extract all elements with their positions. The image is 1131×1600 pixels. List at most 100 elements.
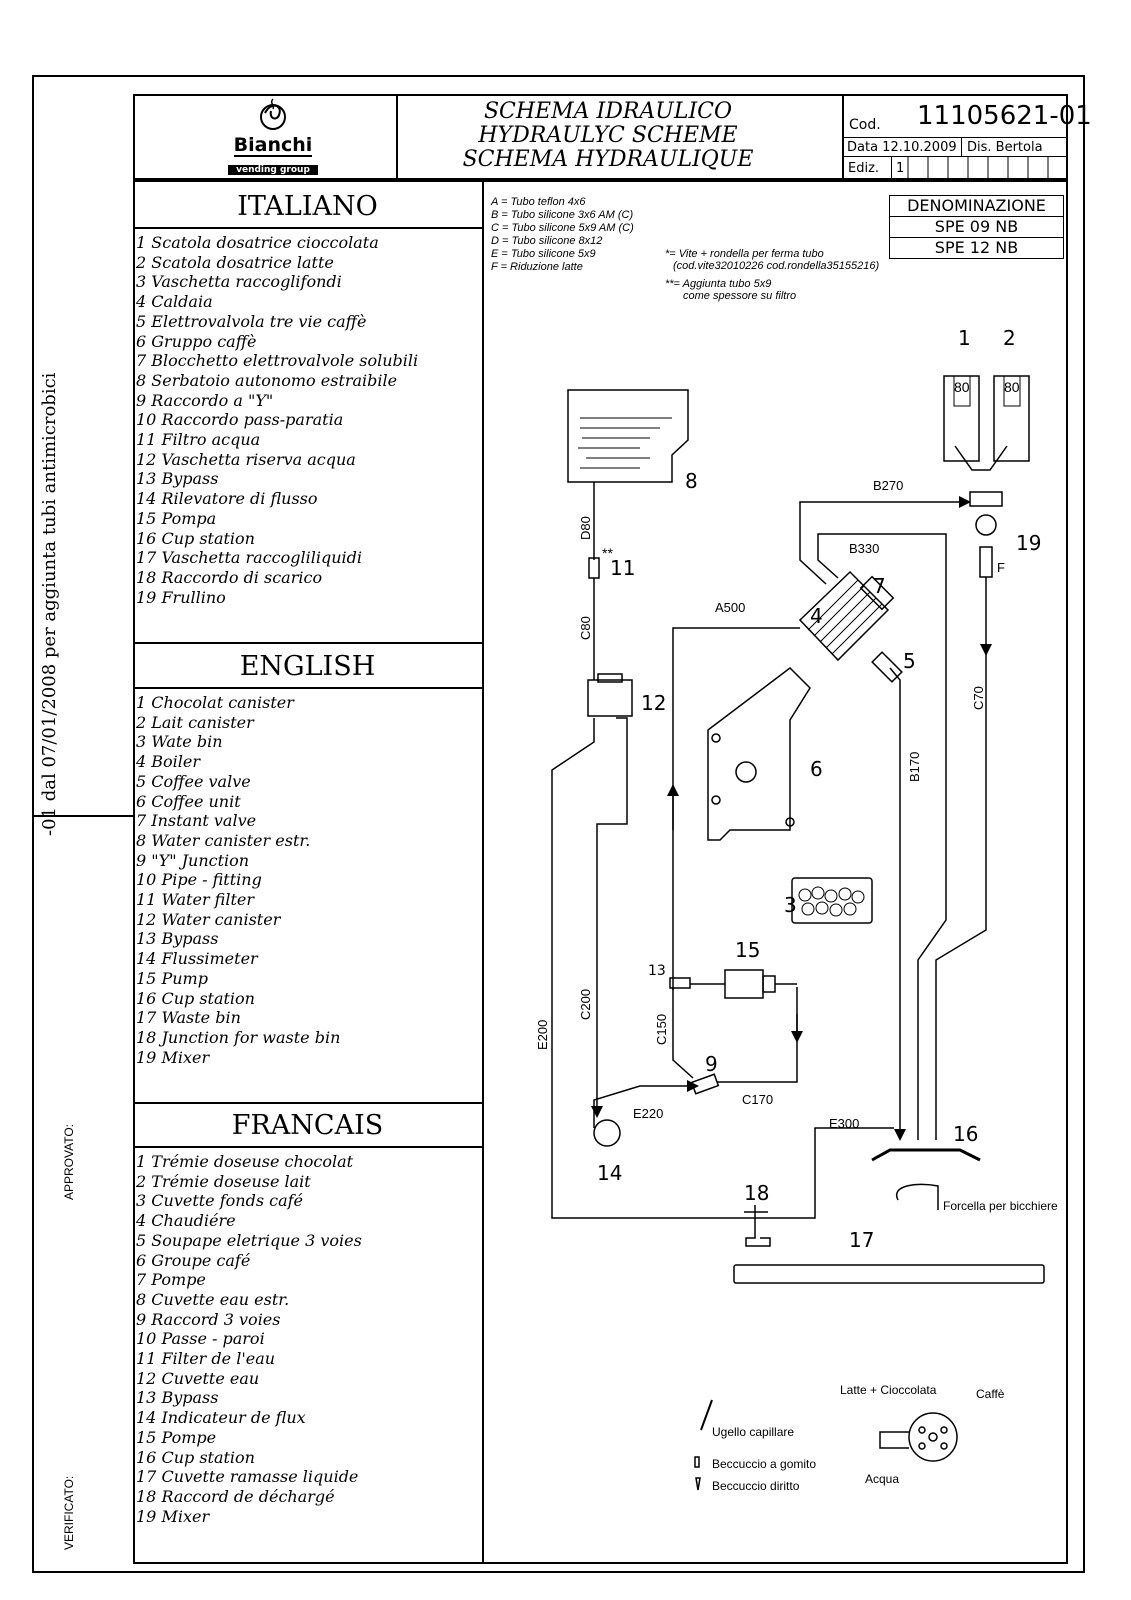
label-8: 8 xyxy=(685,469,698,493)
water-label: Acqua xyxy=(865,1472,899,1486)
list-item: 3 Vaschetta raccoglifondi xyxy=(136,272,342,292)
coffee-unit-hole xyxy=(735,761,757,783)
pipe-label-c170: C170 xyxy=(742,1092,773,1107)
ediz-grid xyxy=(907,157,1049,178)
tank-water-lines xyxy=(578,417,672,469)
list-item: 15 Pump xyxy=(136,968,208,988)
list-item: 10 Pipe - fitting xyxy=(136,870,262,890)
label-15: 15 xyxy=(735,938,760,962)
list-item: 8 Cuvette eau estr. xyxy=(136,1289,290,1309)
list-item: 16 Cup station xyxy=(136,528,255,548)
title-it: SCHEMA IDRAULICO xyxy=(483,99,733,124)
list-item: 11 Filter de l'eau xyxy=(136,1349,276,1369)
canister-1-scale: 80 xyxy=(954,379,970,395)
list-item: 2 Trémie doseuse lait xyxy=(136,1171,311,1191)
pipe-label-e220: E220 xyxy=(633,1106,663,1121)
pipe-label-e300: E300 xyxy=(829,1116,859,1131)
mixer-reducer xyxy=(979,546,993,578)
francais-top-rule xyxy=(133,1102,483,1104)
pipe-a500 xyxy=(672,627,800,990)
y-junction xyxy=(690,1073,720,1095)
list-item: 13 Bypass xyxy=(136,469,219,489)
list-item: 15 Pompe xyxy=(136,1427,217,1447)
model-item: SPE 09 NB xyxy=(890,217,1063,238)
label-16: 16 xyxy=(953,1122,978,1146)
title-fr: SCHEMA HYDRAULIQUE xyxy=(462,147,754,172)
pipe-e200-e300 xyxy=(551,718,894,1219)
list-item: 7 Pompe xyxy=(136,1270,206,1290)
pipe-label-c200: C200 xyxy=(578,989,593,1020)
label-3: 3 xyxy=(784,893,797,917)
list-item: 10 Raccordo pass-paratia xyxy=(136,410,344,430)
notes: *= Vite + rondella per ferma tubo (cod.v… xyxy=(665,248,879,302)
label-19: 19 xyxy=(1016,531,1041,555)
list-item: 1 Trémie doseuse chocolat xyxy=(136,1152,354,1171)
list-item: 17 Cuvette ramasse liquide xyxy=(136,1467,359,1487)
list-item: 18 Raccord de déchargé xyxy=(136,1486,335,1506)
denominazione-box: DENOMINAZIONE SPE 09 NB SPE 12 NB xyxy=(889,195,1064,259)
list-item: 19 Mixer xyxy=(136,1506,210,1526)
pipe-label-b330: B330 xyxy=(849,541,879,556)
capillary-nozzle-icon xyxy=(700,1399,713,1431)
filter-body xyxy=(588,557,600,579)
pipe-label-b270: B270 xyxy=(873,478,903,493)
list-item: 8 Serbatoio autonomo estraibile xyxy=(136,370,398,390)
list-item: 3 Wate bin xyxy=(136,732,223,752)
list-item: 5 Elettrovalvola tre vie caffè xyxy=(136,311,367,331)
list-item: 11 Filtro acqua xyxy=(136,430,261,450)
brand-name: Bianchi xyxy=(233,134,313,157)
list-item: 1 Scatola dosatrice cioccolata xyxy=(136,233,379,252)
date-rule xyxy=(842,156,1068,157)
list-item: 19 Mixer xyxy=(136,1047,210,1067)
model-item: SPE 12 NB xyxy=(934,238,1019,257)
tube-item: B = Tubo silicone 3x6 AM (C) xyxy=(491,209,634,221)
pipe-label-b170: B170 xyxy=(907,752,922,782)
francais-list: 1 Trémie doseuse chocolat 2 Trémie doseu… xyxy=(136,1152,486,1526)
brand-subtitle: vending group xyxy=(228,165,318,175)
mixer-cup xyxy=(969,491,1003,507)
list-item: 17 Vaschetta raccogliliquidi xyxy=(136,548,362,568)
canister-2-scale: 80 xyxy=(1004,379,1020,395)
header-divider-1 xyxy=(396,94,398,179)
list-item: 2 Lait canister xyxy=(136,712,254,732)
list-item: 4 Caldaia xyxy=(136,292,213,312)
label-18: 18 xyxy=(744,1181,769,1205)
list-item: 5 Coffee valve xyxy=(136,771,251,791)
label-11: 11 xyxy=(610,556,635,580)
ediz-divider xyxy=(891,157,892,178)
label-17: 17 xyxy=(849,1228,874,1252)
list-item: 12 Vaschetta riserva acqua xyxy=(136,449,356,469)
pipe-label-f: F xyxy=(997,560,1005,575)
italiano-list: 1 Scatola dosatrice cioccolata 2 Scatola… xyxy=(136,233,486,607)
grounds-pucks xyxy=(798,886,865,917)
date-divider xyxy=(961,138,962,156)
straight-nozzle-icon xyxy=(695,1477,701,1491)
list-item: 4 Boiler xyxy=(136,752,201,772)
water-tank xyxy=(567,389,689,483)
list-item: 14 Rilevatore di flusso xyxy=(136,489,318,509)
label-2: 2 xyxy=(1003,326,1016,350)
label-9: 9 xyxy=(705,1052,718,1076)
pipe-b270 xyxy=(799,496,971,585)
english-top-rule xyxy=(133,642,483,644)
reservoir-cap xyxy=(597,673,623,683)
boiler-hatching xyxy=(807,579,883,655)
waste-junction xyxy=(745,1205,771,1247)
list-item: 13 Bypass xyxy=(136,1388,219,1408)
waste-bin xyxy=(733,1264,1045,1284)
outer-frame xyxy=(32,75,1085,1573)
pipe-c170 xyxy=(717,1014,798,1083)
label-4: 4 xyxy=(810,604,823,628)
english-list: 1 Chocolat canister 2 Lait canister 3 Wa… xyxy=(136,693,486,1067)
pipe-label-a500: A500 xyxy=(715,600,745,615)
list-item: 12 Water canister xyxy=(136,909,281,929)
legend-divider xyxy=(482,180,484,1564)
tube-legend: A = Tubo teflon 4x6 B = Tubo silicone 3x… xyxy=(491,196,634,274)
note-item: come spessore su filtro xyxy=(683,290,797,302)
pump-head xyxy=(762,975,776,993)
list-item: 16 Cup station xyxy=(136,1447,255,1467)
italiano-rule xyxy=(133,227,483,229)
pipe-label-d80: D80 xyxy=(578,516,593,540)
cup-fork xyxy=(895,1183,939,1210)
boiler xyxy=(798,570,890,662)
